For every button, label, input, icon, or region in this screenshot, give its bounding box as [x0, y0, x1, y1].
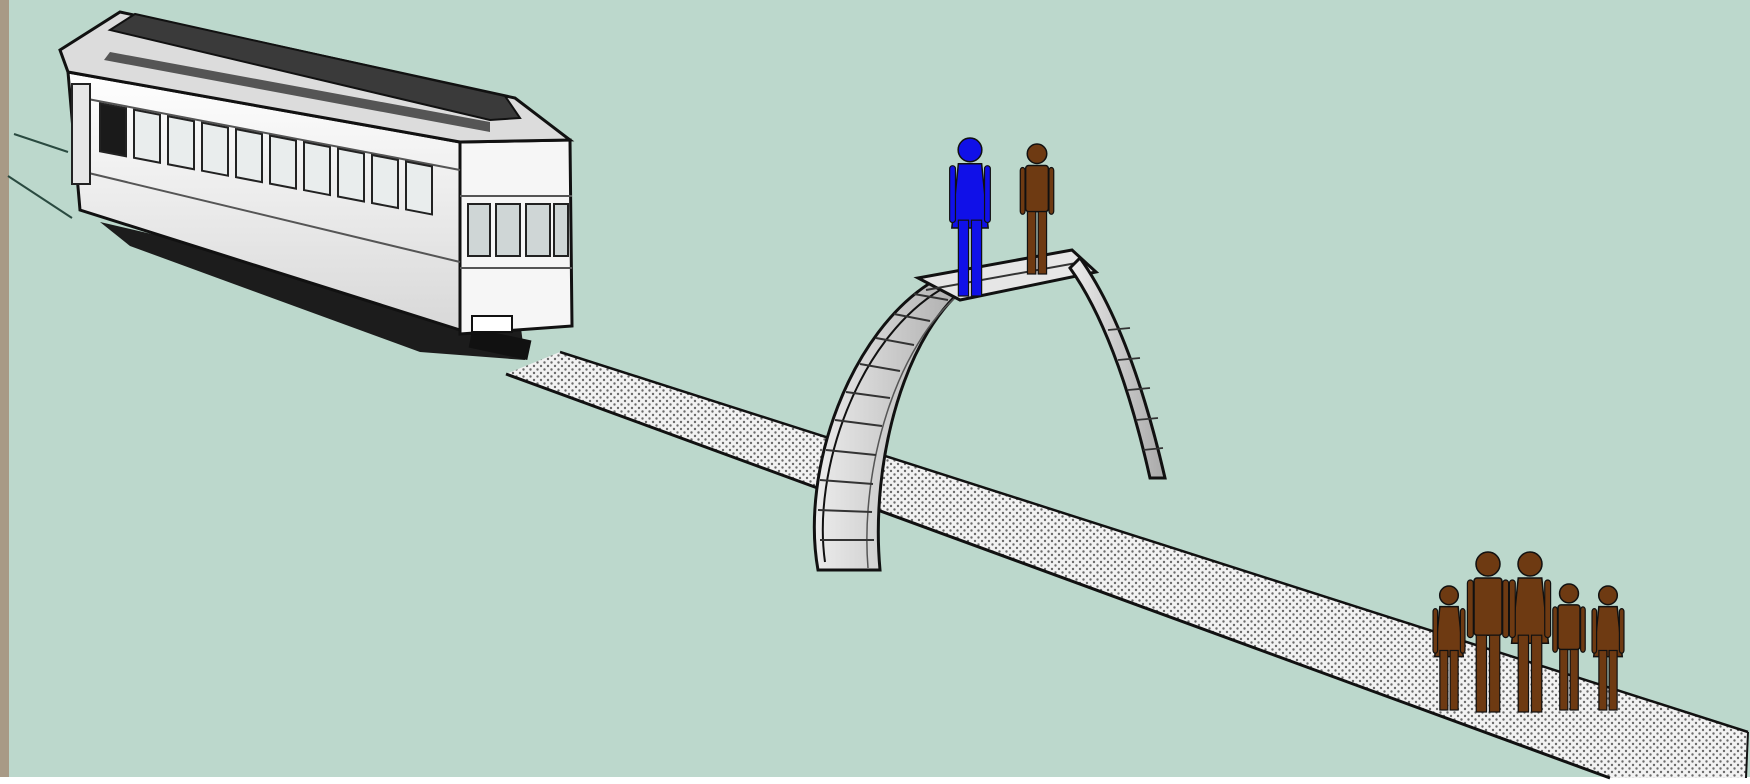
trolley-window: [270, 136, 296, 189]
frame-bottom-edge: [0, 777, 1750, 784]
trolley-window: [100, 103, 126, 156]
trolley-window: [406, 161, 432, 214]
trolley-window: [372, 155, 398, 208]
trolley-window: [304, 142, 330, 195]
trolley-window: [236, 129, 262, 182]
trolley-window: [338, 149, 364, 202]
trolley-window: [202, 123, 228, 176]
trolley-window: [168, 116, 194, 169]
frame-left-edge: [0, 0, 9, 784]
trolley-window: [134, 110, 160, 163]
